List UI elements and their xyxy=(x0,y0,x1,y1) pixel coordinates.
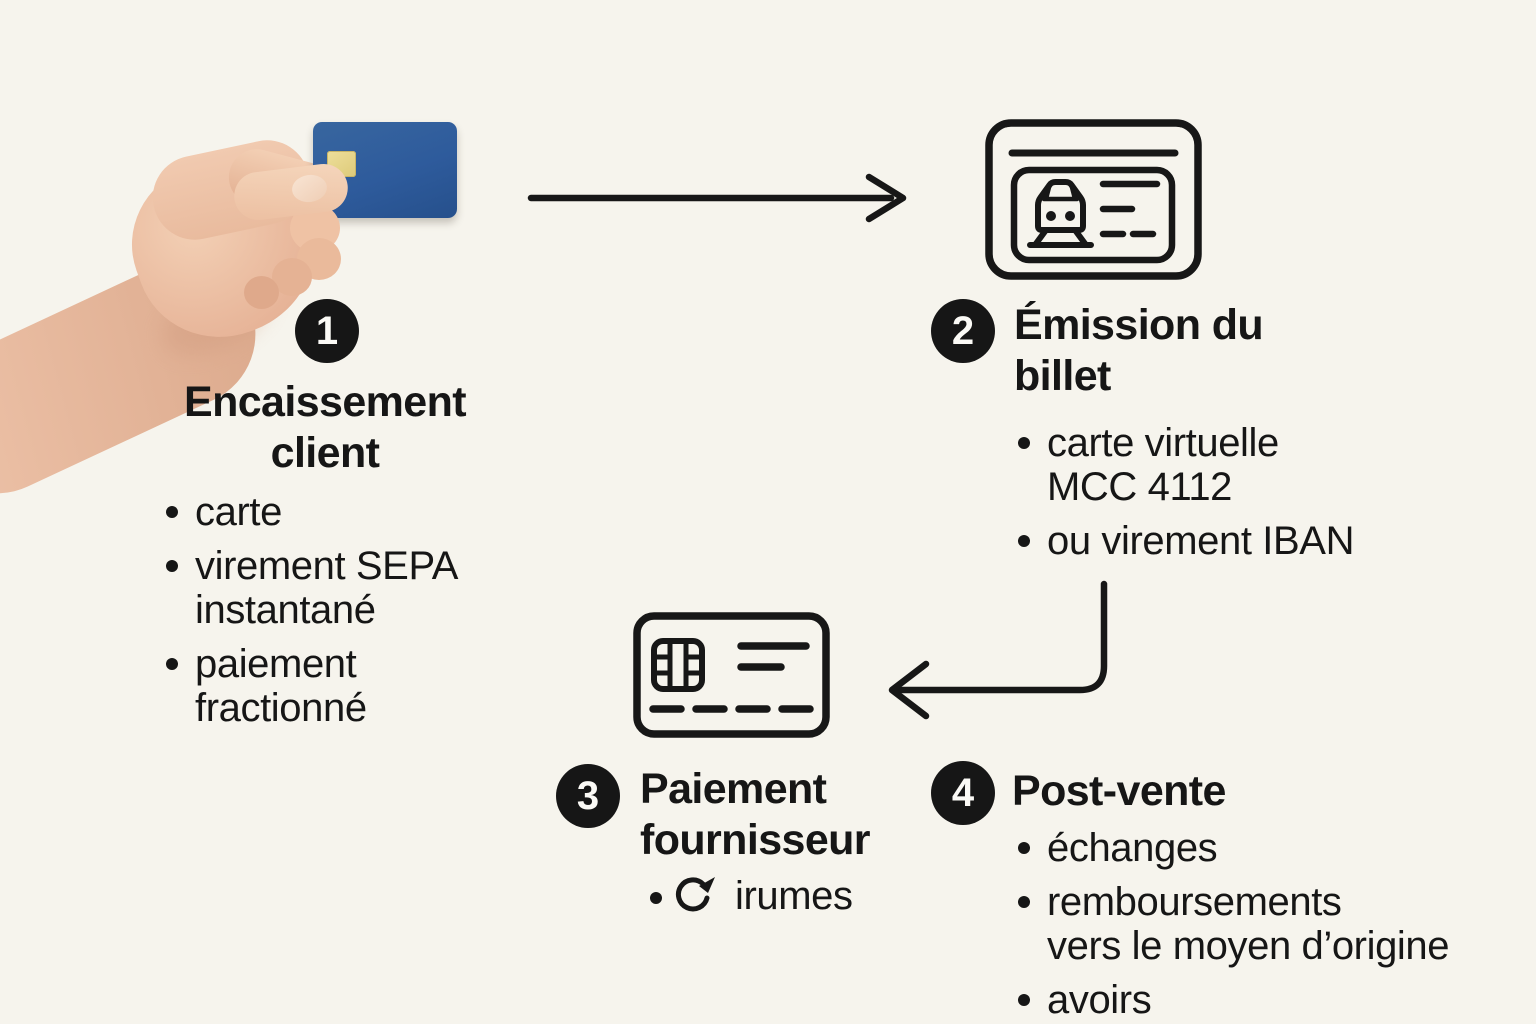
bullet-item: paiement fractionné xyxy=(166,642,486,730)
step-1-title: Encaissement client xyxy=(183,378,467,477)
bullet-text: avoirs xyxy=(1047,978,1152,1022)
step-4-bullets: échanges remboursements vers le moyen d’… xyxy=(1018,826,1478,1024)
bullet-dot xyxy=(166,658,178,670)
bullet-item: échanges xyxy=(1018,826,1478,870)
down-left-elbow-arrow-icon xyxy=(888,580,1108,720)
step-1-badge: 1 xyxy=(295,299,359,363)
train-ticket-icon xyxy=(985,119,1202,280)
bullet-dot xyxy=(166,506,178,518)
bullet-text: carte virtuelle xyxy=(1047,421,1279,465)
train-glyph xyxy=(1027,179,1094,248)
bullet-dot xyxy=(166,560,178,572)
hand-holding-card-photo xyxy=(0,0,520,560)
step-2-badge: 2 xyxy=(931,299,995,363)
bullet-item: carte xyxy=(166,490,486,534)
bullet-text: ou virement IBAN xyxy=(1047,519,1355,563)
bullet-text: fractionné xyxy=(195,686,367,730)
step-2-title: Émission du billet xyxy=(1014,301,1264,400)
ticket-text-lines xyxy=(1099,180,1161,238)
bullet-item: ou virement IBAN xyxy=(1018,519,1378,563)
bullet-text: instantané xyxy=(195,588,376,632)
bullet-dot xyxy=(1018,535,1030,547)
bullet-text: virement SEPA xyxy=(195,544,459,588)
bullet-text: échanges xyxy=(1047,826,1218,870)
chip-glyph xyxy=(651,638,705,692)
bullet-text: remboursements xyxy=(1047,880,1342,924)
step-3-title: Paiement fournisseur xyxy=(640,765,871,864)
right-arrow-icon xyxy=(527,173,907,223)
bullet-item: avoirs xyxy=(1018,978,1478,1022)
step-4-badge: 4 xyxy=(931,761,995,825)
pinky-fingertip xyxy=(244,276,279,309)
step-4-title: Post-vente xyxy=(1012,767,1226,815)
bullet-text: paiement xyxy=(195,642,357,686)
bullet-dot xyxy=(1018,896,1030,908)
bullet-item: carte virtuelle MCC 4112 xyxy=(1018,421,1378,509)
step-3-bullet-text: irumes xyxy=(735,874,853,918)
step-1-bullets: carte virement SEPA instantané paiement … xyxy=(166,490,486,740)
bullet-dot xyxy=(1018,994,1030,1006)
bullet-dot xyxy=(650,892,662,904)
step-2-bullets: carte virtuelle MCC 4112 ou virement IBA… xyxy=(1018,421,1378,573)
bullet-text: vers le moyen d’origine xyxy=(1047,924,1450,968)
credit-card-icon xyxy=(633,612,830,738)
bullet-dot xyxy=(1018,437,1030,449)
bullet-text: carte xyxy=(195,490,282,534)
step-3-badge: 3 xyxy=(556,764,620,828)
bullet-text: MCC 4112 xyxy=(1047,465,1233,509)
card-text-lines xyxy=(737,642,810,671)
bullet-dot xyxy=(1018,842,1030,854)
refresh-icon xyxy=(675,877,715,912)
bullet-item: virement SEPA instantané xyxy=(166,544,486,632)
bullet-item: remboursements vers le moyen d’origine xyxy=(1018,880,1478,968)
